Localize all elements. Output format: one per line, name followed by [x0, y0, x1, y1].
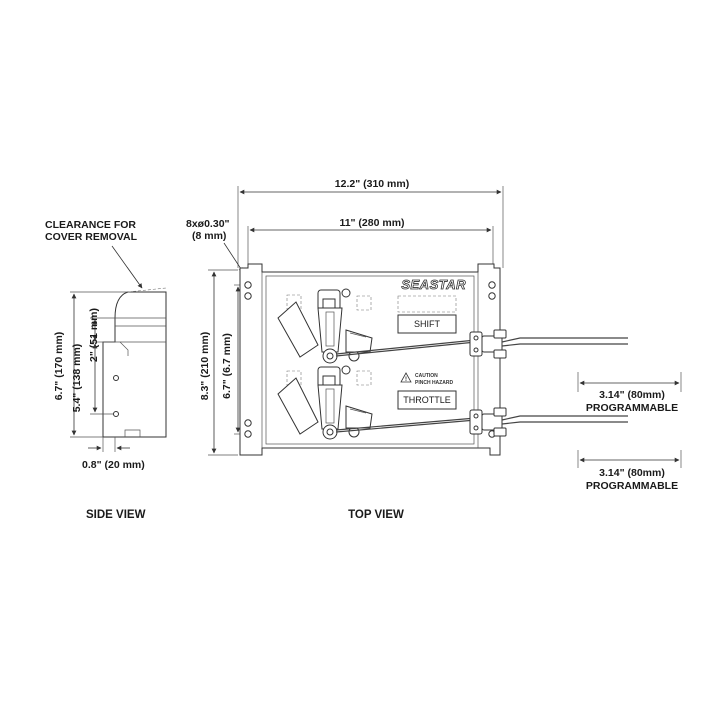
side-view-title: SIDE VIEW — [86, 509, 146, 521]
side-depth: 0.8" (20 mm) — [82, 459, 145, 471]
top-width-overall: 12.2" (310 mm) — [335, 178, 409, 190]
shift-label-plate — [397, 314, 457, 334]
mount-hole — [488, 292, 496, 300]
warning-triangle-icon — [400, 372, 412, 383]
throttle-label: THROTTLE — [403, 395, 451, 405]
side-body — [102, 291, 167, 438]
throttle-actuator — [277, 365, 373, 440]
mount-hole — [244, 292, 252, 300]
cable-travel-lower: 3.14" (80mm) PROGRAMMABLE — [577, 450, 682, 492]
shift-label: SHIFT — [414, 319, 441, 329]
throttle-label-plate — [397, 390, 457, 410]
shift-cable-clamp — [469, 329, 507, 359]
clearance-leader — [111, 245, 143, 289]
svg-text:!: ! — [405, 377, 407, 383]
shift-rod — [335, 341, 477, 357]
throttle-rod — [335, 419, 477, 433]
caution-line1: CAUTION — [415, 373, 438, 379]
brand-logo: SEASTAR — [401, 277, 466, 292]
top-height-holes: 6.7" (6.7 mm) — [221, 333, 233, 399]
cable-travel-upper-value: 3.14" (80mm) — [599, 389, 665, 401]
holes-label-line1: 8xø0.30" — [186, 218, 230, 230]
cable-travel-lower-value: 3.14" (80mm) — [599, 467, 665, 479]
mount-hole — [244, 419, 252, 427]
clearance-label-line2: COVER REMOVAL — [45, 231, 138, 243]
cable-travel-lower-note: PROGRAMMABLE — [586, 480, 678, 492]
mount-hole — [244, 281, 252, 289]
mount-hole — [488, 281, 496, 289]
side-height-overall: 6.7" (170 mm) — [53, 332, 65, 401]
cable-travel-upper: 3.14" (80mm) PROGRAMMABLE — [577, 372, 682, 414]
holes-label-line2: (8 mm) — [192, 230, 226, 242]
top-view: 12.2" (310 mm) 11" (280 mm) 8xø0.30" (8 … — [186, 178, 628, 521]
side-height-top: 2" (51 mm) — [88, 308, 100, 362]
clearance-label-line1: CLEARANCE FOR — [45, 219, 136, 231]
shift-actuator — [277, 288, 373, 364]
throttle-cable-clamp — [469, 407, 507, 437]
mount-hole — [244, 430, 252, 438]
top-width-holes: 11" (280 mm) — [339, 217, 404, 229]
shift-cable — [501, 337, 628, 343]
top-view-title: TOP VIEW — [348, 509, 404, 521]
top-height-overall: 8.3" (210 mm) — [199, 332, 211, 401]
cable-travel-upper-note: PROGRAMMABLE — [586, 402, 678, 414]
caution-line2: PINCH HAZARD — [415, 380, 453, 386]
side-view: CLEARANCE FOR COVER REMOVAL 6.7" (170 mm… — [45, 219, 167, 521]
side-height-mid: 5.4" (138 mm) — [71, 344, 83, 413]
throttle-cable — [501, 415, 628, 421]
